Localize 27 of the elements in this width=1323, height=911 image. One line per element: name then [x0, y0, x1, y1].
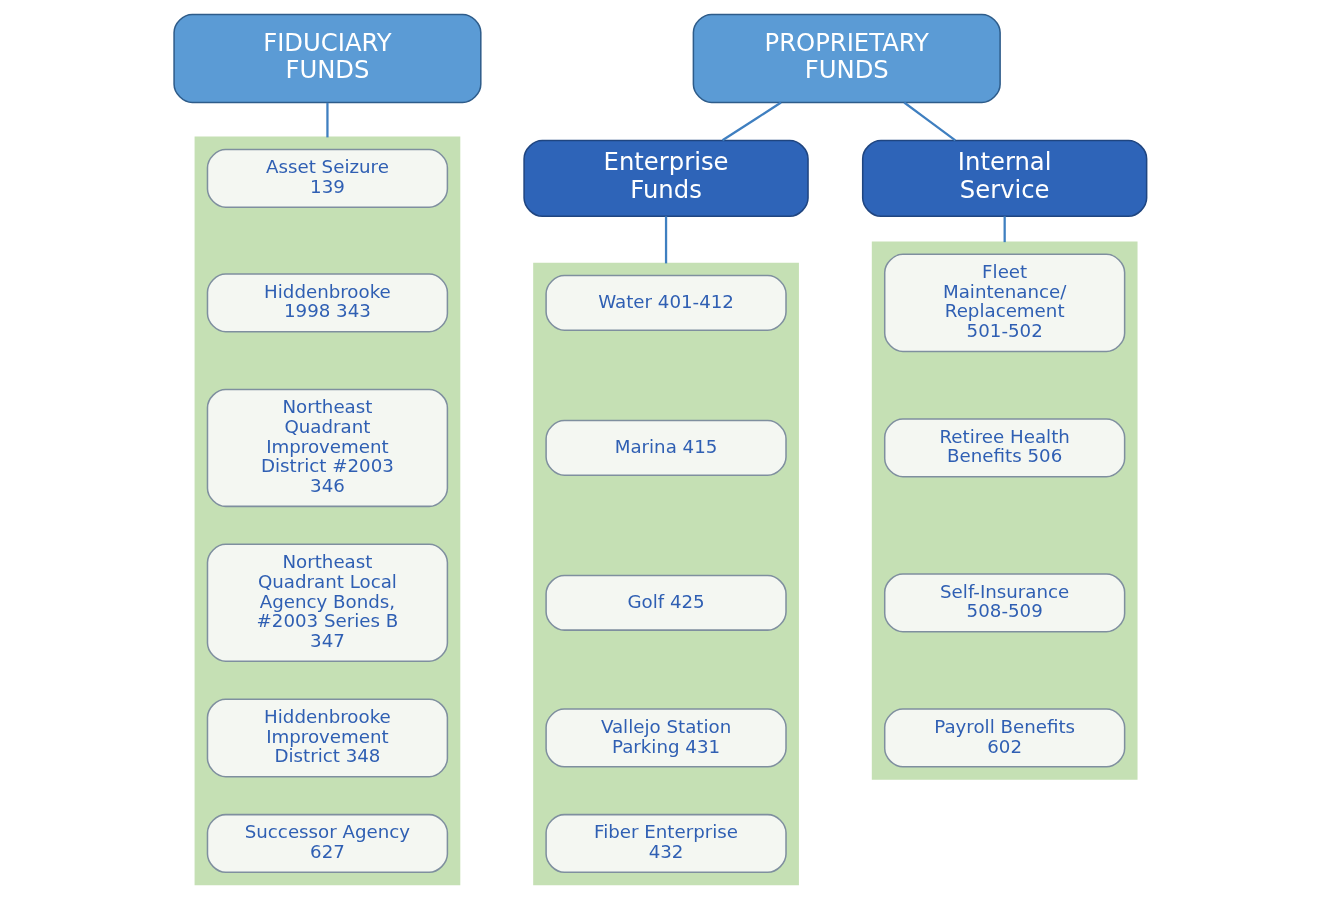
connector [903, 101, 956, 142]
node-box: Hiddenbrooke 1998 343 [206, 273, 449, 333]
node-box: Golf 425 [545, 574, 787, 631]
connector [721, 101, 782, 142]
node-box: Hiddenbrooke Improvement District 348 [206, 698, 449, 778]
node-box: PROPRIETARY FUNDS [692, 13, 1001, 104]
connector [326, 102, 329, 138]
node-box: Asset Seizure 139 [206, 148, 449, 208]
node-box: FIDUCIARY FUNDS [173, 13, 482, 104]
cluster [871, 241, 1138, 780]
node-box: Water 401-412 [545, 274, 787, 331]
node-box: Payroll Benefits 602 [883, 708, 1126, 768]
connector [664, 216, 668, 264]
node-box: Retiree Health Benefits 506 [883, 418, 1126, 478]
node-box: Enterprise Funds [523, 139, 809, 218]
connector [1003, 216, 1006, 243]
cluster [533, 262, 799, 886]
node-box: Northeast Quadrant Local Agency Bonds, #2003 Series B 347 [206, 543, 449, 662]
cluster [194, 136, 461, 886]
node-box: Vallejo Station Parking 431 [545, 708, 787, 768]
node-box: Northeast Quadrant Improvement District #2003 346 [206, 388, 449, 508]
node-box: Fleet Maintenance/ Replacement 501-502 [883, 253, 1126, 353]
node-box: Self-Insurance 508-509 [883, 573, 1126, 633]
node-box: Marina 415 [545, 419, 787, 476]
node-box: Successor Agency 627 [206, 813, 449, 874]
node-box: Fiber Enterprise 432 [545, 813, 787, 874]
node-box: Internal Service [861, 139, 1148, 218]
